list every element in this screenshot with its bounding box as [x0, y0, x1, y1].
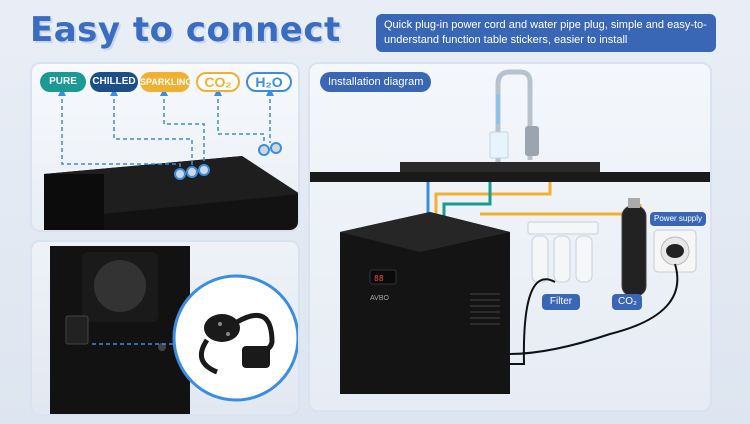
installation-tag: Installation diagram: [320, 72, 432, 92]
sparkling-pill: SPARKLING: [140, 72, 192, 92]
power-cord-panel: [30, 240, 300, 416]
power-cord-illustration: [50, 246, 298, 414]
connector-illustration: [44, 88, 298, 230]
page-title: Easy to connect: [30, 10, 341, 50]
h2o-pill: H₂O: [246, 72, 292, 92]
co2-label: CO₂: [612, 294, 642, 310]
connector-panel: PURE CHILLED SPARKLING CO₂ H₂O: [30, 62, 300, 232]
power-supply-label: Power supply: [650, 212, 707, 226]
pure-pill: PURE: [40, 72, 86, 92]
svg-text:88: 88: [374, 274, 384, 283]
chilled-pill: CHILLED: [90, 72, 138, 92]
installation-panel: 88 AVBO Installation diagram Filter CO₂ …: [308, 62, 712, 412]
co2-pill: CO₂: [196, 72, 240, 92]
display-brand: AVBO: [370, 295, 389, 302]
description-banner: Quick plug-in power cord and water pipe …: [376, 14, 716, 52]
filter-label: Filter: [542, 294, 580, 310]
installation-illustration: 88 AVBO: [310, 69, 710, 394]
